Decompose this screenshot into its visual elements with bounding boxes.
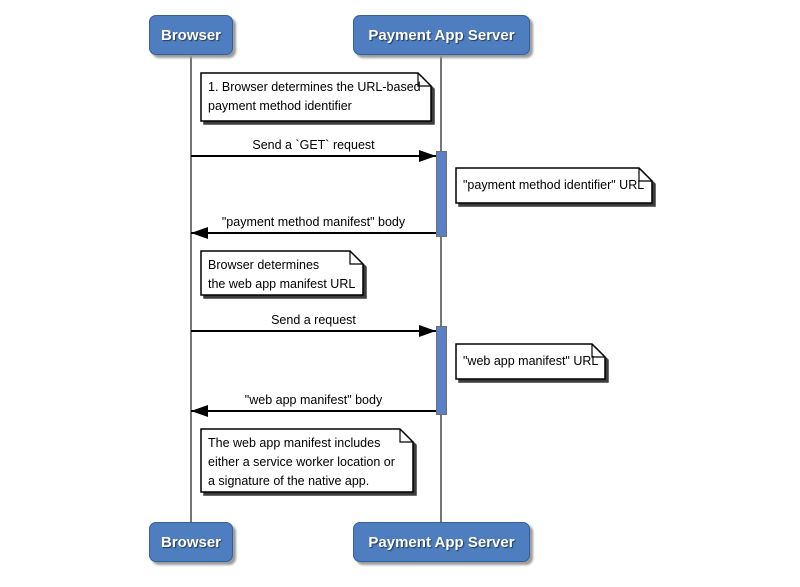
note-text: 1. Browser determines the URL-based paym…	[208, 78, 421, 116]
message-label-wam-body: "web app manifest" body	[244, 393, 383, 407]
note-line: payment method identifier	[208, 99, 352, 113]
actor-payment-app-server-bottom: Payment App Server	[353, 522, 530, 562]
activation-bar-1	[436, 151, 447, 237]
actor-label: Payment App Server	[368, 533, 515, 551]
actor-browser-bottom: Browser	[149, 522, 233, 562]
message-line-wam-body	[191, 410, 436, 412]
message-label-get-request: Send a `GET` request	[252, 138, 375, 152]
note-line: either a service worker location or	[208, 455, 395, 469]
message-line-send-request	[191, 330, 436, 332]
note-line: The web app manifest includes	[208, 436, 381, 450]
arrowhead-right-icon	[419, 150, 436, 162]
note-line: Browser determines	[208, 258, 320, 272]
note-shape	[455, 167, 653, 204]
note-text: "web app manifest" URL	[463, 352, 598, 371]
actor-label: Payment App Server	[368, 26, 515, 44]
note-text: Browser determines the web app manifest …	[208, 256, 355, 294]
note-text: The web app manifest includes either a s…	[208, 434, 395, 491]
note-shape	[200, 428, 414, 493]
note-line: "web app manifest" URL	[463, 354, 599, 368]
message-label-send-request: Send a request	[271, 313, 356, 327]
note-web-app-manifest-url: "web app manifest" URL	[455, 343, 606, 380]
note-determine-web-app-manifest-url: Browser determines the web app manifest …	[200, 250, 364, 296]
note-payment-method-identifier-url: "payment method identifier" URL	[455, 167, 653, 204]
lifeline-browser	[190, 55, 192, 522]
note-line: a signature of the native app.	[208, 474, 370, 488]
message-label-pmm-body: "payment method manifest" body	[221, 215, 406, 229]
note-shape	[200, 250, 364, 296]
note-line: 1. Browser determines the URL-based	[208, 80, 421, 94]
actor-label: Browser	[160, 26, 222, 44]
note-text: "payment method identifier" URL	[463, 176, 644, 195]
arrowhead-left-icon	[191, 405, 208, 417]
activation-bar-2	[436, 326, 447, 415]
note-web-app-manifest-contents: The web app manifest includes either a s…	[200, 428, 414, 493]
message-line-get-request	[191, 155, 436, 157]
note-determine-payment-method-identifier: 1. Browser determines the URL-based paym…	[200, 72, 432, 122]
arrowhead-right-icon	[419, 325, 436, 337]
note-shape	[200, 72, 432, 122]
message-line-pmm-body	[191, 232, 436, 234]
actor-browser-top: Browser	[149, 15, 233, 55]
actor-label: Browser	[160, 533, 222, 551]
note-line: "payment method identifier" URL	[463, 178, 645, 192]
note-line: the web app manifest URL	[208, 277, 356, 291]
lifeline-payment-app-server	[440, 55, 442, 522]
arrowhead-left-icon	[191, 227, 208, 239]
note-shape	[455, 343, 606, 380]
actor-payment-app-server-top: Payment App Server	[353, 15, 530, 55]
